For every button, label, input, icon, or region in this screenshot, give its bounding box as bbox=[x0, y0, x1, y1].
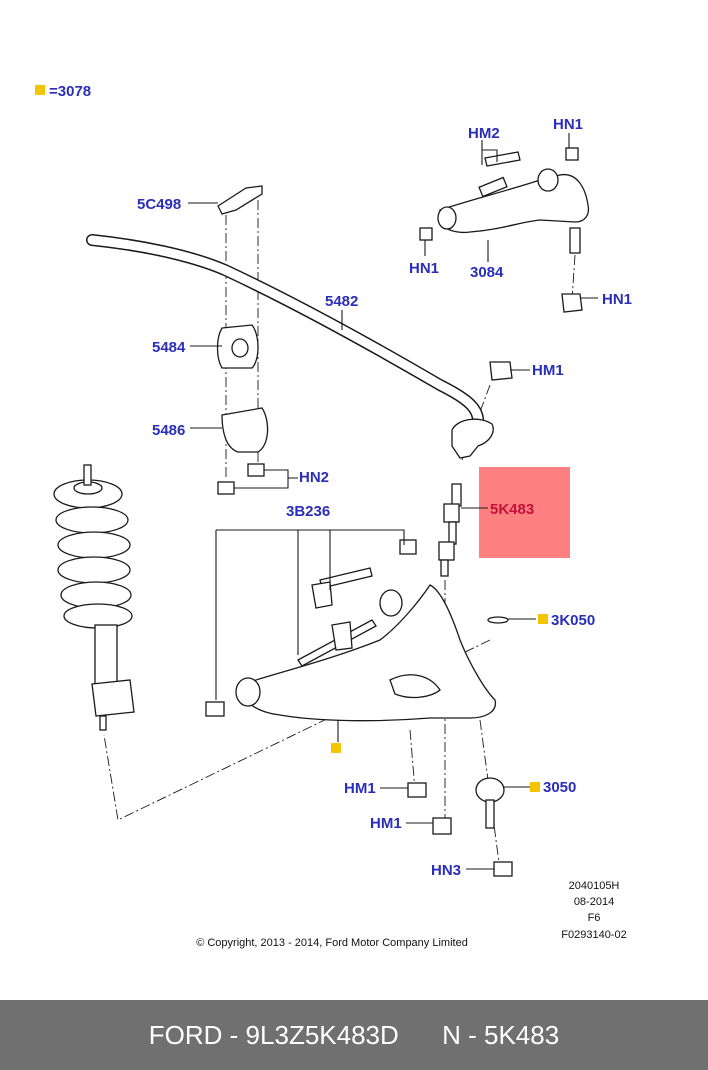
callout-hn2[interactable]: HN2 bbox=[299, 469, 329, 486]
coil-spring-strut bbox=[53, 464, 135, 731]
parts-diagram: =3078 bbox=[35, 83, 632, 949]
footer-bar: FORD - 9L3Z5K483D N - 5K483 bbox=[0, 1000, 708, 1070]
bushing-clamp bbox=[217, 407, 269, 495]
copyright: © Copyright, 2013 - 2014, Ford Motor Com… bbox=[196, 937, 468, 949]
callout-hm1-link[interactable]: HM1 bbox=[532, 362, 564, 379]
callout-5484[interactable]: 5484 bbox=[152, 339, 186, 356]
meta-date: 08-2014 bbox=[574, 896, 614, 908]
callout-3084[interactable]: 3084 bbox=[470, 264, 504, 281]
callout-hn3[interactable]: HN3 bbox=[431, 862, 461, 879]
leader-lines bbox=[188, 133, 598, 870]
callout-hm1-lower-b[interactable]: HM1 bbox=[370, 815, 402, 832]
stabilizer-bushing bbox=[216, 324, 259, 369]
callout-hm2[interactable]: HM2 bbox=[468, 125, 500, 142]
callout-3b236[interactable]: 3B236 bbox=[286, 503, 330, 520]
meta-code3: F0293140-02 bbox=[561, 929, 626, 941]
meta-code2: F6 bbox=[588, 912, 601, 924]
stabilizer-link bbox=[438, 483, 462, 577]
callout-3050[interactable]: 3050 bbox=[543, 779, 576, 796]
stabilizer-bar bbox=[86, 234, 513, 459]
lower-control-arm bbox=[205, 539, 513, 877]
callout-5k483[interactable]: 5K483 bbox=[490, 501, 534, 518]
callout-5482[interactable]: 5482 bbox=[325, 293, 358, 310]
callout-3k050[interactable]: 3K050 bbox=[551, 612, 595, 629]
callout-5c498[interactable]: 5C498 bbox=[137, 196, 181, 213]
callout-hn1-right[interactable]: HN1 bbox=[602, 291, 632, 308]
legend-swatch bbox=[35, 85, 45, 95]
legend-text: =3078 bbox=[49, 83, 91, 100]
bracket-5c498 bbox=[217, 185, 263, 215]
upper-control-arm bbox=[419, 147, 590, 313]
callout-hn1-left[interactable]: HN1 bbox=[409, 260, 439, 277]
marker-3050 bbox=[530, 782, 540, 792]
highlight-box bbox=[479, 467, 570, 558]
marker-lower-arm bbox=[331, 743, 341, 753]
callout-5486[interactable]: 5486 bbox=[152, 422, 185, 439]
marker-3k050 bbox=[538, 614, 548, 624]
callout-hm1-lower-a[interactable]: HM1 bbox=[344, 780, 376, 797]
callout-hn1-top[interactable]: HN1 bbox=[553, 116, 583, 133]
meta-code1: 2040105H bbox=[569, 880, 620, 892]
